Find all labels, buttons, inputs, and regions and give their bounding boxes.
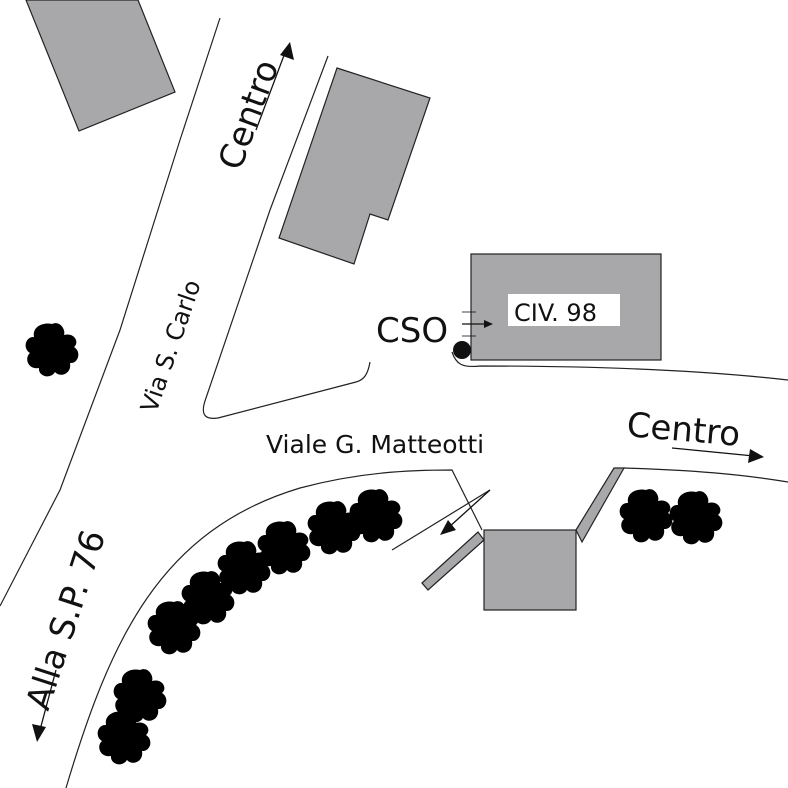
- street-label-matteotti: Viale G. Matteotti: [266, 430, 484, 459]
- road-matteotti-bottom-edge-right: [623, 467, 788, 483]
- street-label-san-carlo: Via S. Carlo: [135, 276, 206, 416]
- road-via-san-carlo-left-edge: [0, 17, 221, 607]
- house-number-box: [508, 294, 620, 326]
- arrow-icon: [440, 489, 491, 535]
- direction-label-centro-top: Centro: [211, 55, 287, 175]
- road-matteotti-bottom-edge-left: [65, 469, 483, 788]
- building-bottom: [483, 529, 577, 611]
- building-centro-block: [278, 67, 431, 265]
- building-top-left: [25, 0, 176, 132]
- house-number-label: CIV. 98: [514, 299, 597, 327]
- location-dot-icon: [453, 341, 471, 359]
- ramp-right: [575, 467, 626, 544]
- direction-label-centro-right: Centro: [625, 405, 742, 455]
- arrow-icon: [32, 669, 57, 742]
- ramp-left: [421, 531, 485, 591]
- road-access-line: [391, 489, 491, 551]
- road-via-san-carlo-right-edge: [202, 55, 371, 419]
- tree-icon: [619, 489, 673, 543]
- tree-icon: [25, 323, 79, 377]
- tree-icon: [669, 491, 723, 545]
- direction-label-sp76: Alla S.P. 76: [19, 525, 115, 715]
- arrow-icon: [255, 42, 294, 131]
- road-matteotti-top-edge: [451, 351, 788, 381]
- arrow-icon: [671, 447, 764, 463]
- tree-icon: [97, 711, 151, 765]
- arrow-icon: [462, 311, 493, 337]
- marker-cso-label: CSO: [376, 311, 448, 351]
